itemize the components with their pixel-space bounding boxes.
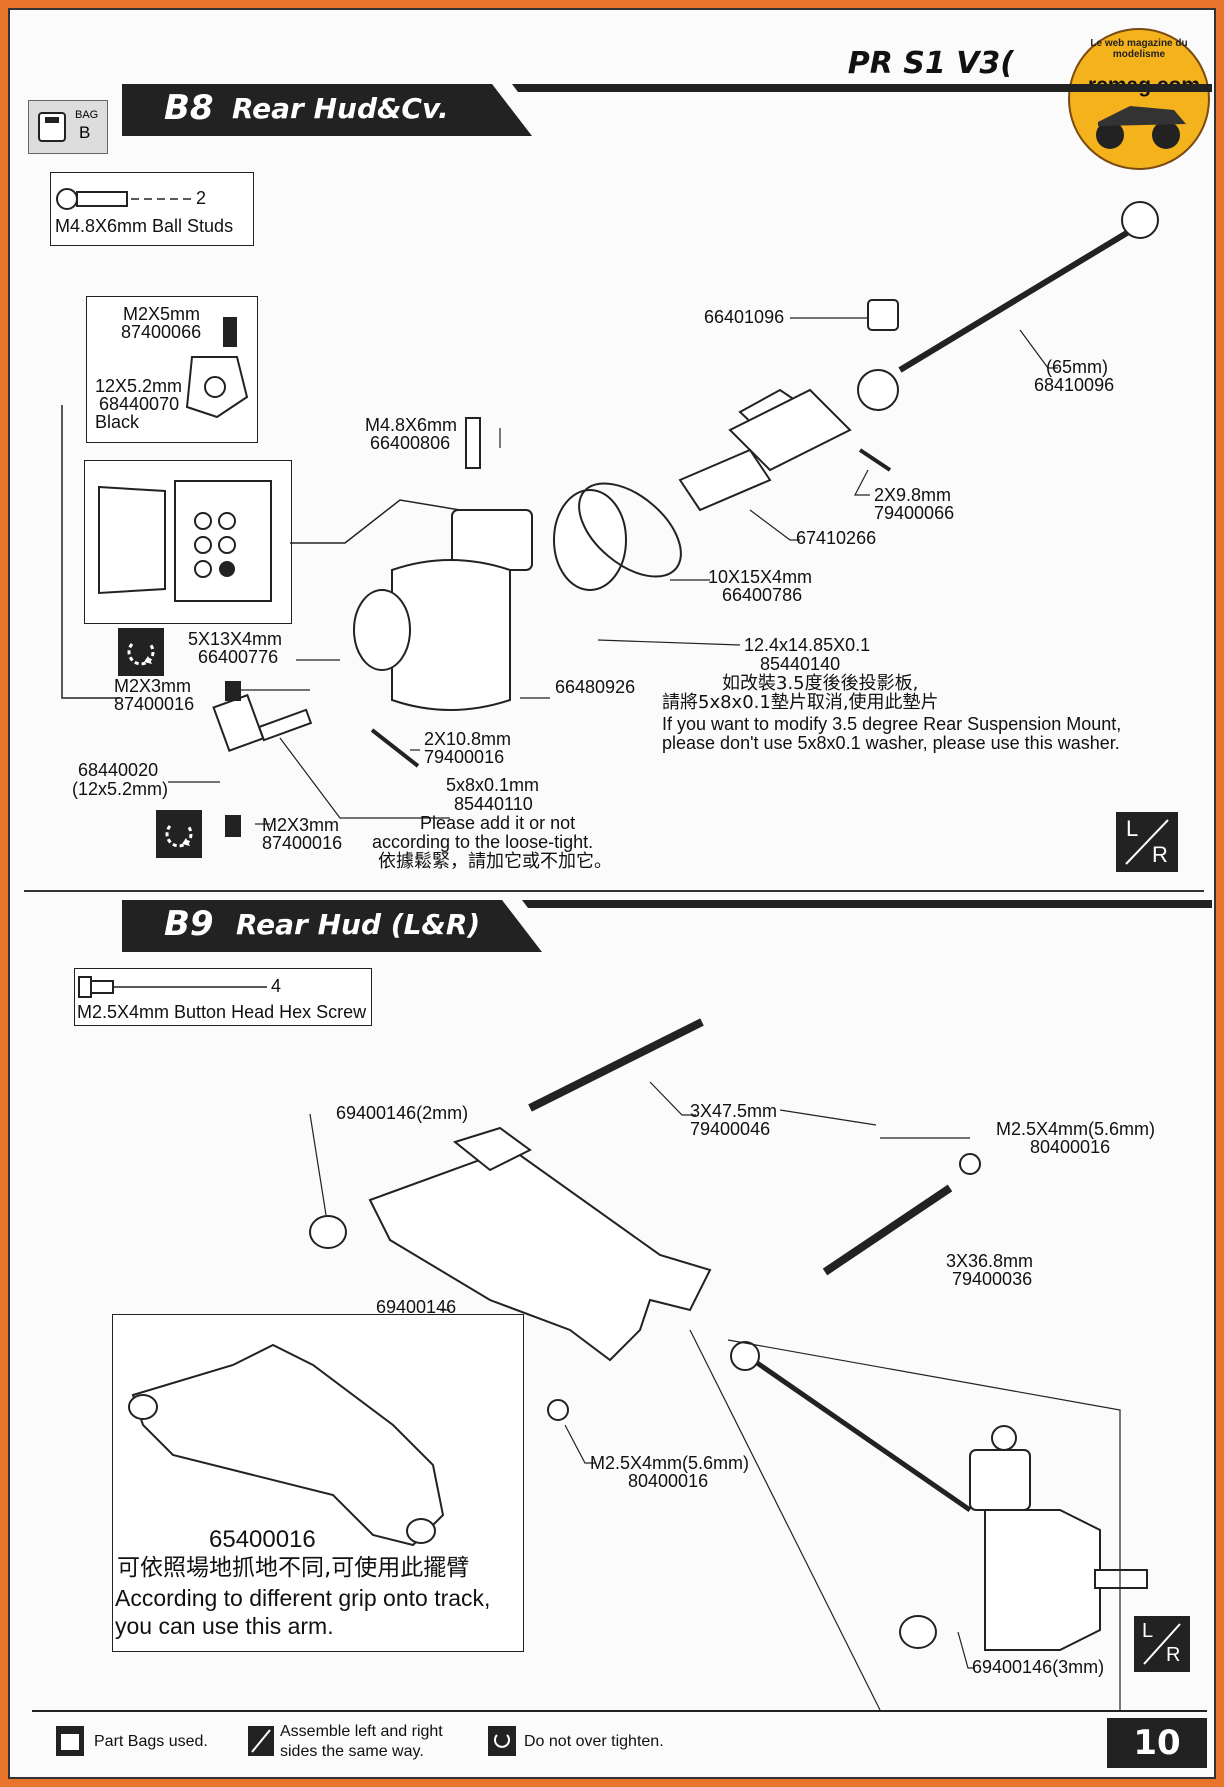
pin-long-code: 79400046 — [690, 1119, 771, 1139]
bearing-big-size: 10X15X4mm — [708, 567, 813, 587]
bearing-small-code: 66400776 — [198, 647, 279, 667]
b8-banner: B8 Rear Hud&Cv. — [72, 84, 1212, 136]
inset-hex-size: 12X5.2mm — [95, 376, 183, 396]
bag-letter: B — [79, 123, 91, 142]
hub-code: 66480926 — [555, 677, 636, 697]
page-number: 10 — [1107, 1718, 1207, 1768]
b8-step: B8 — [164, 88, 214, 128]
inset-hex-color: Black — [95, 412, 140, 432]
model-name: PR S1 V3( — [847, 46, 1014, 81]
b8-inset-hex: M2X5mm 87400066 12X5.2mm 68440070 Black — [86, 296, 258, 443]
b9-part-box: 4 M2.5X4mm Button Head Hex Screw — [74, 968, 372, 1026]
logo-car-icon — [1096, 106, 1186, 149]
footer-bags-text: Part Bags used. — [94, 1733, 208, 1750]
alt-arm-box: 65400016 可依照場地抓地不同,可使用此擺臂 According to d… — [112, 1314, 524, 1652]
collar-code: 66401096 — [704, 307, 785, 327]
logo-ring-text: Le web magazine du modelisme — [1090, 38, 1188, 60]
ball-stud-size: M4.8X6mm — [365, 415, 458, 435]
inset-screw-code: 87400066 — [121, 322, 202, 342]
lr-badge-b9: L R — [1134, 1616, 1190, 1672]
lr-l: L — [1142, 1620, 1154, 1642]
pin-size: 2X9.8mm — [874, 485, 952, 505]
screw-bottom-size: M2.5X4mm(5.6mm) — [590, 1453, 750, 1473]
shim-note-en1: If you want to modify 3.5 degree Rear Su… — [662, 714, 1122, 734]
pin-small-code: 79400016 — [424, 747, 505, 767]
b9-part-qty: 4 — [271, 976, 282, 996]
lr-l: L — [1126, 816, 1139, 841]
b8-title: Rear Hud&Cv. — [232, 92, 449, 125]
washer-note-2: according to the loose-tight. — [372, 832, 594, 852]
screw-bottom-code: 80400016 — [628, 1471, 709, 1491]
screw-right-code: 80400016 — [1030, 1137, 1111, 1157]
bag-badge: BAG B — [28, 100, 108, 154]
bag-icon — [56, 1726, 84, 1756]
footer-lr-text-2: sides the same way. — [280, 1743, 424, 1760]
section-divider — [24, 890, 1204, 892]
rcmag-logo: Le web magazine du modelisme rcmag.com — [1068, 28, 1210, 170]
ball-stud-code: 66400806 — [370, 433, 451, 453]
driveshaft-code: 68410096 — [1034, 375, 1115, 395]
pin-mid-code: 79400036 — [952, 1269, 1033, 1289]
lr-badge-b8: L R — [1116, 812, 1178, 872]
b8-part-name: M4.8X6mm Ball Studs — [55, 216, 234, 236]
spacer-bottom: 69400146(3mm) — [972, 1657, 1105, 1677]
b9-part-name: M2.5X4mm Button Head Hex Screw — [77, 1002, 367, 1022]
set-screw-code: 87400016 — [114, 694, 195, 714]
washer-note-1: Please add it or not — [420, 813, 576, 833]
bag-label: BAG — [75, 109, 99, 121]
screw-right-size: M2.5X4mm(5.6mm) — [996, 1119, 1156, 1139]
set-screw2-code: 87400016 — [262, 833, 343, 853]
footer-tighten-text: Do not over tighten. — [524, 1733, 664, 1750]
hex-code: 68440020 — [78, 760, 159, 780]
washer-code: 85440110 — [454, 794, 533, 814]
set-screw2-size: M2X3mm — [262, 815, 340, 835]
hex-size: (12x5.2mm) — [72, 779, 169, 799]
b8-part-qty: 2 — [196, 188, 207, 208]
shim-note-zh2: 請將5x8x0.1墊片取消,使用此墊片 — [662, 692, 939, 713]
washer-size: 5x8x0.1mm — [446, 775, 540, 795]
footer-lr-text-1: Assemble left and right — [280, 1723, 443, 1740]
tighten-icon — [488, 1726, 516, 1756]
axle-code: 67410266 — [796, 528, 877, 548]
inset-screw-size: M2X5mm — [123, 304, 201, 324]
pin-code: 79400066 — [874, 503, 955, 523]
shim-note-en2: please don't use 5x8x0.1 washer, please … — [662, 733, 1120, 753]
alt-arm-en2: you can use this arm. — [115, 1613, 334, 1639]
shim-size: 12.4x14.85X0.1 — [744, 635, 871, 655]
pin-small-size: 2X10.8mm — [424, 729, 512, 749]
b9-step: B9 — [164, 904, 214, 944]
b9-banner: B9 Rear Hud (L&R) — [72, 900, 1212, 952]
alt-arm-code: 65400016 — [209, 1526, 316, 1553]
bag-icon — [38, 112, 66, 142]
alt-arm-drawing — [128, 1343, 445, 1547]
b8-part-box: 2 M4.8X6mm Ball Studs — [50, 172, 254, 246]
b8-illustration — [61, 201, 1159, 837]
b8-inset-hub — [84, 460, 292, 624]
alt-arm-zh: 可依照場地抓地不同,可使用此擺臂 — [117, 1555, 470, 1581]
inset-hex-code: 68440070 — [99, 394, 180, 414]
alt-arm-en1: According to different grip onto track, — [115, 1585, 491, 1611]
tighten-icon — [156, 810, 202, 858]
bearing-big-code: 66400786 — [722, 585, 803, 605]
pin-mid-size: 3X36.8mm — [946, 1251, 1034, 1271]
bearing-small-size: 5X13X4mm — [188, 629, 283, 649]
lr-r: R — [1166, 1644, 1181, 1666]
driveshaft-len: (65mm) — [1046, 357, 1108, 377]
footer: Part Bags used. Assemble left and right … — [32, 1710, 1207, 1772]
tighten-icon — [118, 628, 164, 676]
lr-r: R — [1152, 842, 1168, 867]
pin-long-size: 3X47.5mm — [690, 1101, 778, 1121]
manual-page: PR S1 V3( Le web magazine du modelisme r… — [8, 8, 1216, 1779]
washer-note-zh: 依據鬆緊，請加它或不加它。 — [378, 851, 612, 872]
b9-title: Rear Hud (L&R) — [236, 908, 481, 941]
shim-note-zh1: 如改裝3.5度後後投影板, — [722, 673, 919, 694]
arm-code: 69400146 — [376, 1297, 457, 1317]
spacer-top: 69400146(2mm) — [336, 1103, 469, 1123]
set-screw-size: M2X3mm — [114, 676, 192, 696]
lr-icon — [248, 1726, 274, 1756]
b9-illustration — [309, 1018, 1148, 1710]
shim-code: 85440140 — [760, 654, 841, 674]
